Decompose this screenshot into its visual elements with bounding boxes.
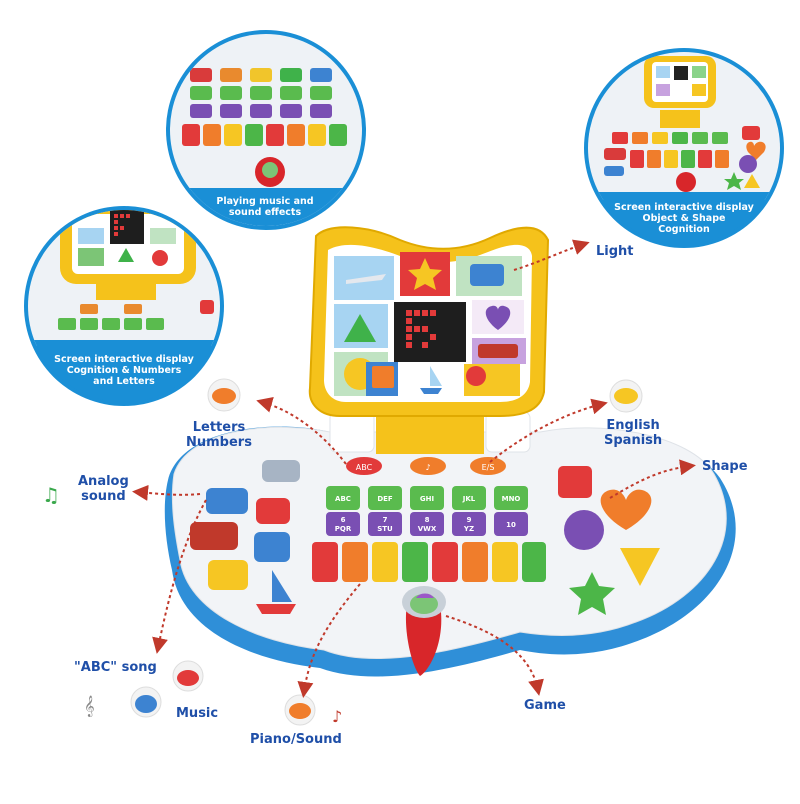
- inset-caption-top-right: Screen interactive display Object & Shap…: [614, 202, 754, 235]
- mode-button-language[interactable]: E/S: [482, 463, 495, 472]
- number-key-label: 6: [341, 516, 346, 524]
- number-key[interactable]: [326, 512, 360, 536]
- mode-button-abc[interactable]: ABC: [356, 463, 373, 472]
- square-shape-button[interactable]: [558, 466, 592, 498]
- mode-button-music[interactable]: ♪: [425, 463, 430, 472]
- number-key[interactable]: [410, 512, 444, 536]
- game-joystick[interactable]: [405, 600, 442, 676]
- callout-piano-sound: Piano/Sound: [250, 732, 342, 747]
- number-key-label: 7: [383, 516, 388, 524]
- music-note-icon: ♫: [42, 483, 60, 507]
- callout-english-spanish: English Spanish: [604, 418, 663, 448]
- boat-button[interactable]: [256, 604, 296, 614]
- number-key-label: VWX: [418, 525, 437, 533]
- piano-key[interactable]: [492, 542, 518, 582]
- number-key-label: 9: [467, 516, 472, 524]
- piano-key[interactable]: [432, 542, 458, 582]
- callout-music: Music: [176, 706, 219, 721]
- treble-clef-icon: 𝄞: [84, 696, 95, 717]
- callout-light: Light: [596, 244, 634, 259]
- letter-key[interactable]: [326, 486, 360, 510]
- circle-icon: [466, 366, 486, 386]
- piano-key[interactable]: [312, 542, 338, 582]
- number-key-label: STU: [377, 525, 393, 533]
- number-key[interactable]: [494, 512, 528, 536]
- heart-shape-button[interactable]: [600, 489, 652, 530]
- piano-key[interactable]: [402, 542, 428, 582]
- letter-key-label: GHI: [420, 495, 434, 503]
- piano-key[interactable]: [372, 542, 398, 582]
- abc-song-icon: [177, 670, 199, 686]
- number-key-label: 8: [425, 516, 430, 524]
- callout-arrows: [132, 239, 696, 698]
- letter-key-label: ABC: [335, 495, 351, 503]
- eighth-note-icon: ♪: [332, 707, 342, 726]
- headphone-button[interactable]: [254, 532, 290, 562]
- letter-key-label: JKL: [462, 495, 476, 503]
- inset-caption-left: Screen interactive display Cognition & N…: [54, 354, 194, 387]
- triangle-icon: [344, 314, 376, 342]
- piano-key[interactable]: [462, 542, 488, 582]
- star-shape-button[interactable]: [569, 572, 615, 615]
- airplane-button[interactable]: [262, 460, 300, 482]
- piano-keys[interactable]: [312, 542, 546, 582]
- number-key-label: PQR: [335, 525, 352, 533]
- music-note-button[interactable]: [256, 498, 290, 524]
- letter-key[interactable]: [410, 486, 444, 510]
- piano-key[interactable]: [522, 542, 546, 582]
- heart-icon: [485, 305, 511, 330]
- letter-key[interactable]: [494, 486, 528, 510]
- square-icon: [372, 366, 394, 388]
- letter-key[interactable]: [368, 486, 402, 510]
- star-icon: [408, 258, 442, 290]
- callout-analog-sound: Analog sound: [78, 474, 129, 504]
- train-icon: [478, 344, 518, 358]
- inset-top-right: [584, 48, 784, 248]
- car-button[interactable]: [206, 488, 248, 514]
- letter-key-label: DEF: [377, 495, 393, 503]
- callout-abc-song: "ABC" song: [74, 660, 157, 675]
- callout-shape: Shape: [702, 459, 748, 474]
- callout-game: Game: [524, 698, 566, 713]
- number-key[interactable]: [368, 512, 402, 536]
- circle-shape-button[interactable]: [564, 510, 604, 550]
- letters-button-icon: [212, 388, 236, 404]
- language-button-icon: [614, 388, 638, 404]
- number-key-label: YZ: [463, 525, 474, 533]
- music-headphone-icon: [135, 695, 157, 713]
- triangle-shape-button[interactable]: [620, 548, 660, 586]
- bus-button[interactable]: [208, 560, 248, 590]
- callout-letters-numbers: Letters Numbers: [186, 420, 252, 450]
- piano-key[interactable]: [342, 542, 368, 582]
- letter-key-label: MNO: [502, 495, 521, 503]
- inset-caption-top-center: Playing music and sound effects: [216, 196, 314, 218]
- number-key-label: 10: [506, 521, 516, 529]
- piano-sound-icon: [289, 703, 311, 719]
- boat-icon: [420, 388, 442, 394]
- number-key[interactable]: [452, 512, 486, 536]
- letter-key[interactable]: [452, 486, 486, 510]
- train-button[interactable]: [190, 522, 238, 550]
